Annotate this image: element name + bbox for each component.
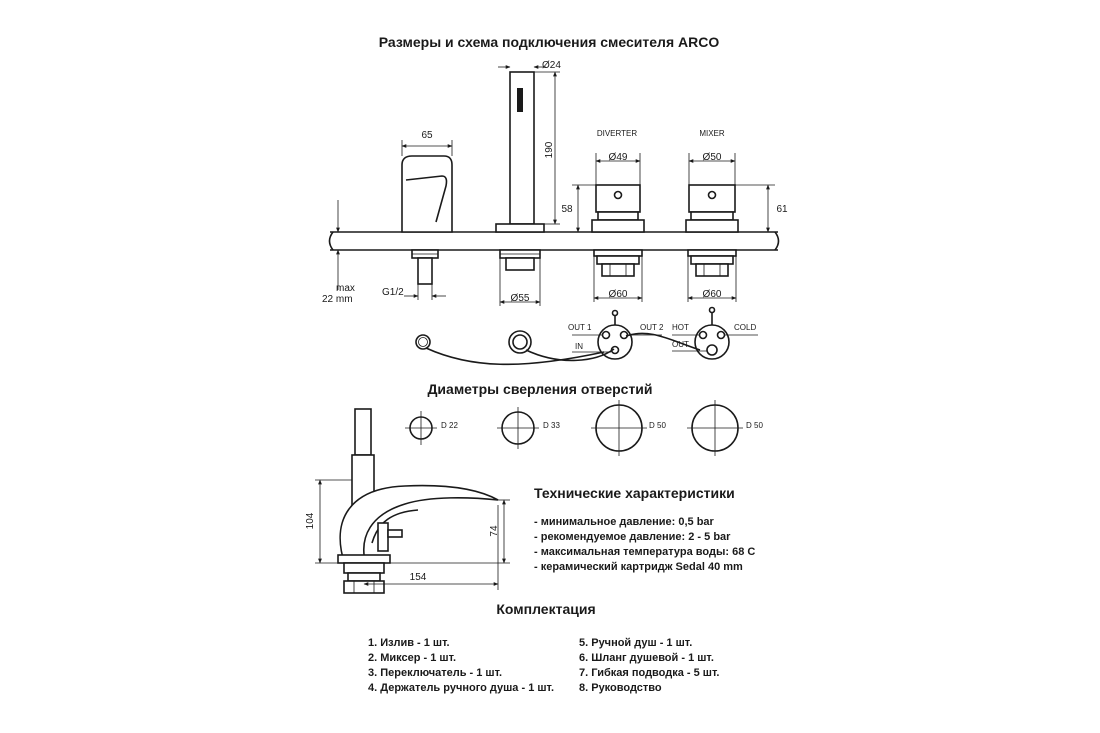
hand-shower-front-view: Ø24 190 Ø55: [495, 60, 561, 306]
dim-58: 58: [561, 204, 573, 215]
label-out1: OUT 1: [568, 323, 592, 332]
spec-item: - максимальная температура воды: 68 С: [534, 546, 755, 558]
kit-item: 2. Миксер - 1 шт.: [368, 652, 456, 664]
hole-d50-mixer: D 50: [687, 400, 763, 456]
label-in: IN: [575, 342, 583, 351]
kit-item: 4. Держатель ручного душа - 1 шт.: [368, 682, 554, 694]
mixer-front-view: MIXER Ø50 Ø60 61: [685, 129, 788, 302]
drilling-title: Диаметры сверления отверстий: [427, 381, 652, 397]
dim-d60-mixer: Ø60: [703, 289, 722, 300]
spec-item: - рекомендуемое давление: 2 - 5 bar: [534, 531, 731, 543]
diverter-front-view: DIVERTER Ø49 Ø60 58: [561, 129, 645, 302]
kit-list-left: 1. Излив - 1 шт. 2. Миксер - 1 шт. 3. Пе…: [368, 637, 554, 694]
dim-154: 154: [410, 572, 427, 583]
hole-label-d22: D 22: [441, 421, 458, 430]
hole-d33: D 33: [497, 407, 560, 449]
dim-65: 65: [421, 130, 433, 141]
hole-d50-diverter: D 50: [591, 400, 666, 456]
hole-label-d50-2: D 50: [746, 421, 763, 430]
kit-item: 6. Шланг душевой - 1 шт.: [579, 652, 714, 664]
main-title: Размеры и схема подключения смесителя AR…: [379, 34, 720, 50]
spec-item: - керамический картридж Sedal 40 mm: [534, 561, 743, 573]
dim-d50: Ø50: [703, 152, 722, 163]
kit-item: 7. Гибкая подводка - 5 шт.: [579, 667, 719, 679]
kit-item: 5. Ручной душ - 1 шт.: [579, 637, 692, 649]
spout-side-view: 104 74 154: [305, 408, 510, 594]
specs-title: Технические характеристики: [534, 485, 735, 501]
dim-104: 104: [305, 512, 316, 529]
label-diverter: DIVERTER: [597, 129, 638, 138]
hole-label-d50-1: D 50: [649, 421, 666, 430]
drilling-holes: D 22 D 33 D 50 D 50: [405, 400, 763, 456]
dim-190: 190: [544, 141, 555, 158]
label-hot: HOT: [672, 323, 689, 332]
label-out2: OUT 2: [640, 323, 664, 332]
label-out: OUT: [672, 340, 689, 349]
dim-61: 61: [776, 204, 788, 215]
dim-22mm: 22 mm: [322, 294, 353, 305]
dim-max: max: [336, 283, 355, 294]
kit-list-right: 5. Ручной душ - 1 шт. 6. Шланг душевой -…: [579, 637, 719, 694]
kit-item: 8. Руководство: [579, 682, 662, 694]
hole-d22: D 22: [405, 411, 458, 445]
dim-d24: Ø24: [542, 60, 561, 71]
label-mixer: MIXER: [699, 129, 725, 138]
connection-scheme: OUT 1 OUT 2 IN HOT COLD OUT: [415, 306, 758, 366]
dim-d49: Ø49: [609, 152, 628, 163]
deck-thickness-dim: max 22 mm: [322, 200, 355, 305]
kit-item: 1. Излив - 1 шт.: [368, 637, 450, 649]
dim-74: 74: [489, 525, 500, 537]
hole-label-d33: D 33: [543, 421, 560, 430]
dim-g12: G1/2: [382, 287, 404, 298]
deck-surface: [328, 231, 780, 251]
spout-front-view: 65 G1/2: [382, 130, 453, 300]
dim-d55: Ø55: [511, 293, 530, 304]
spec-item: - минимальное давление: 0,5 bar: [534, 516, 715, 528]
dim-d60-diverter: Ø60: [609, 289, 628, 300]
label-cold: COLD: [734, 323, 756, 332]
kit-title: Комплектация: [496, 601, 595, 617]
specs-list: - минимальное давление: 0,5 bar - рекоме…: [534, 516, 755, 573]
kit-item: 3. Переключатель - 1 шт.: [368, 667, 502, 679]
